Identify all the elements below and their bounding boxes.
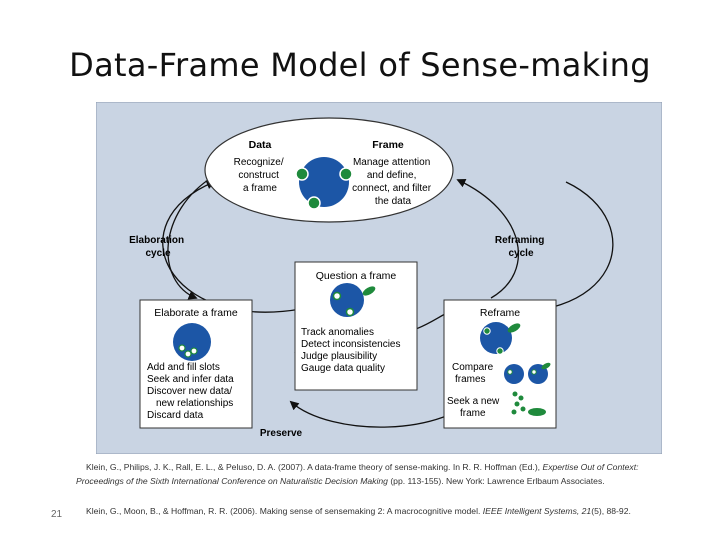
reframing-cycle-label: Reframing cycle	[495, 235, 547, 259]
slot-dot-icon	[332, 291, 342, 301]
slot-dot-icon	[190, 347, 198, 355]
scattered-dot-icon	[514, 401, 520, 407]
elaborate-frame-box	[139, 299, 253, 429]
frame-circle-icon	[299, 157, 349, 207]
reference-2: Klein, G., Moon, B., & Hoffman, R. R. (2…	[76, 505, 656, 519]
frame-text-line: connect, and filter	[352, 183, 432, 194]
elaborate-frame-item: Seek and infer data	[147, 374, 234, 385]
question-frame-item: Detect inconsistencies	[301, 339, 401, 350]
elaboration-cycle-line: cycle	[145, 248, 170, 259]
frame-text-line: Manage attention	[353, 157, 430, 168]
elaborate-frame-heading: Elaborate a frame	[154, 307, 238, 319]
reference-1-source: (pp. 113-155). New York: Lawrence Erlbau…	[387, 475, 605, 486]
reframing-cycle-line: cycle	[508, 248, 533, 259]
data-text-line: a frame	[243, 183, 277, 194]
page-number: 21	[51, 509, 63, 520]
frame-text: Manage attention and define, connect, an…	[352, 157, 434, 207]
scattered-dot-icon	[512, 391, 518, 397]
slot-dot-icon	[295, 167, 309, 181]
anomaly-leaf-icon	[541, 362, 551, 370]
elaboration-cycle-label: Elaboration cycle	[129, 235, 187, 259]
reference-1-text: Klein, G., Philips, J. K., Rall, E. L., …	[86, 462, 543, 472]
question-frame-list: Track anomalies Detect inconsistencies J…	[301, 327, 403, 374]
reframing-cycle-inner-arrow	[456, 178, 519, 299]
data-text-line: construct	[238, 170, 279, 181]
question-frame-item: Gauge data quality	[301, 363, 385, 374]
frame-circle-icon	[330, 283, 364, 317]
scattered-dot-icon	[520, 406, 526, 412]
slot-dot-icon	[178, 344, 186, 352]
slot-dot-icon	[339, 167, 353, 181]
slide-title: Data-Frame Model of Sense-making	[69, 46, 651, 84]
elaborate-frame-item: new relationships	[156, 398, 233, 409]
slot-dot-icon	[483, 327, 491, 335]
slot-dot-icon	[307, 196, 321, 210]
reference-2-source: (5), 88-92.	[591, 506, 631, 516]
slot-dot-icon	[531, 369, 537, 375]
question-frame-heading: Question a frame	[316, 270, 397, 282]
frame-text-line: and define,	[367, 170, 417, 181]
seek-new-frame-text: Seek a new frame	[447, 396, 502, 419]
elaborate-frame-item: Discard data	[147, 410, 204, 421]
question-frame-item: Judge plausibility	[301, 351, 377, 362]
frame-text-line: the data	[375, 196, 412, 207]
elaboration-cycle-inner-arrow	[167, 175, 215, 300]
reference-2-journal: IEEE Intelligent Systems, 21	[482, 506, 592, 516]
data-text: Recognize/ construct a frame	[234, 157, 287, 194]
anomaly-leaf-icon	[528, 408, 546, 416]
data-frame-diagram: Data Recognize/ construct a frame Frame …	[96, 102, 662, 454]
compare-frames-text: Compare frames	[452, 362, 496, 385]
anomaly-leaf-icon	[507, 323, 521, 333]
compare-frames-line: Compare	[452, 362, 494, 373]
reference-1: Klein, G., Philips, J. K., Rall, E. L., …	[76, 461, 656, 488]
reference-2-text: Klein, G., Moon, B., & Hoffman, R. R. (2…	[86, 506, 483, 516]
data-heading: Data	[249, 139, 272, 151]
slot-dot-icon	[507, 369, 513, 375]
anomaly-leaf-icon	[362, 286, 376, 296]
preserve-label: Preserve	[260, 428, 303, 439]
elaborate-frame-item: Discover new data/	[147, 386, 232, 397]
seek-new-frame-line: frame	[460, 408, 486, 419]
slot-dot-icon	[496, 347, 504, 355]
question-frame-box	[294, 261, 418, 391]
slot-dot-icon	[184, 350, 192, 358]
compare-frames-line: frames	[455, 374, 486, 385]
scattered-dot-icon	[511, 409, 517, 415]
slot-dot-icon	[345, 307, 355, 317]
seek-new-frame-line: Seek a new	[447, 396, 500, 407]
frame-circle-icon	[504, 364, 524, 384]
reframing-cycle-line: Reframing	[495, 235, 544, 246]
frame-circle-icon	[173, 323, 211, 361]
scattered-dot-icon	[518, 395, 524, 401]
frame-heading: Frame	[372, 139, 404, 151]
reframe-box	[443, 299, 557, 429]
elaborate-frame-list: Add and fill slots Seek and infer data D…	[147, 362, 237, 421]
data-text-line: Recognize/	[234, 157, 284, 168]
question-frame-item: Track anomalies	[301, 327, 374, 338]
frame-circle-icon	[480, 322, 512, 354]
reference-1-title: Expertise Out of Context: Proceedings of…	[76, 462, 639, 486]
reframe-heading: Reframe	[480, 307, 520, 319]
elaborate-frame-item: Add and fill slots	[147, 362, 220, 373]
elaboration-cycle-line: Elaboration	[129, 235, 184, 246]
